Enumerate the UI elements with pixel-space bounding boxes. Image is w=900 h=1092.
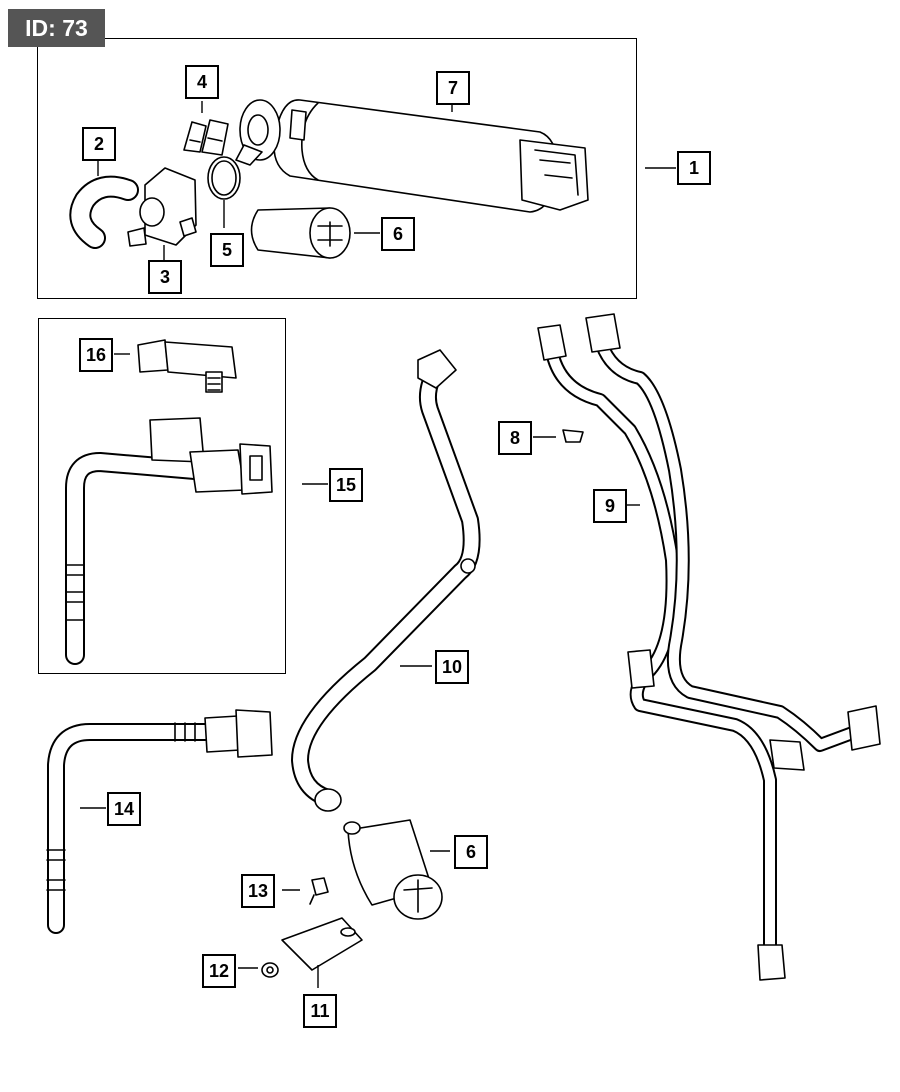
callout-7: 7: [436, 71, 470, 105]
callout-6-bottom: 6: [454, 835, 488, 869]
callout-9: 9: [593, 489, 627, 523]
callout-16: 16: [79, 338, 113, 372]
callout-13: 13: [241, 874, 275, 908]
sensor-part-16: [114, 339, 237, 393]
assembly-frame-1: [37, 38, 637, 299]
clip-part-8: [533, 429, 584, 443]
o-ring-part-5: [207, 156, 241, 228]
id-badge: ID: 73: [8, 9, 105, 47]
callout-15: 15: [329, 468, 363, 502]
tube-bundle-part-9: [537, 313, 881, 981]
bracket-part-11: [281, 917, 363, 988]
clips-part-4: [183, 101, 229, 156]
callout-8: 8: [498, 421, 532, 455]
vent-tube-part-10: [291, 349, 481, 812]
callout-6-top: 6: [381, 217, 415, 251]
callout-3: 3: [148, 260, 182, 294]
callout-12: 12: [202, 954, 236, 988]
tube-part-15: [65, 417, 328, 665]
callout-5: 5: [210, 233, 244, 267]
tube-part-14: [46, 709, 273, 934]
bolt-part-13: [282, 877, 329, 905]
callout-1: 1: [677, 151, 711, 185]
valve-part-3: [127, 167, 197, 260]
nut-part-12: [238, 962, 279, 978]
filter-part-6-bottom: [343, 819, 450, 920]
assembly-frame-15: [38, 318, 286, 674]
callout-4: 4: [185, 65, 219, 99]
callout-14: 14: [107, 792, 141, 826]
callout-10: 10: [435, 650, 469, 684]
filter-part-6-top: [250, 207, 380, 259]
callout-2: 2: [82, 127, 116, 161]
hose-part-2: [69, 160, 139, 249]
callout-11: 11: [303, 994, 337, 1028]
canister-part-7: [235, 99, 589, 213]
